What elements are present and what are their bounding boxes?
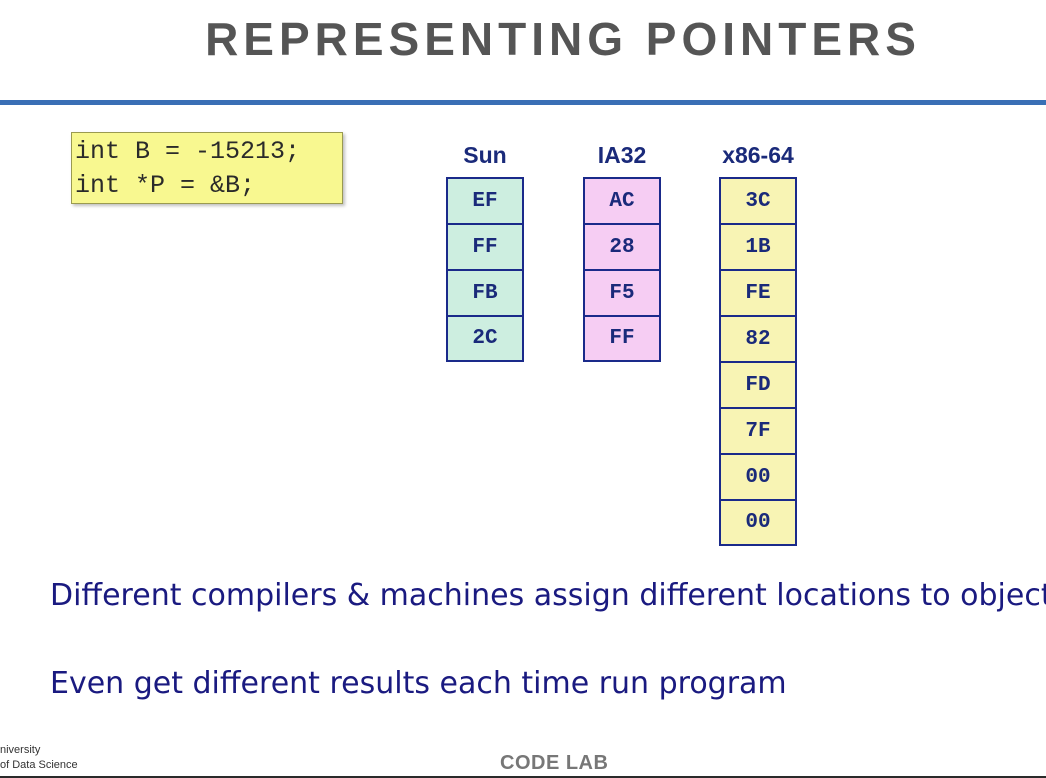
byte-cell: 00 — [721, 455, 795, 501]
code-line-1: int B = -15213; — [75, 137, 301, 166]
byte-cell: 3C — [721, 179, 795, 225]
title-divider — [0, 100, 1046, 105]
code-snippet: int B = -15213; int *P = &B; — [71, 132, 343, 204]
byte-cell: 2C — [448, 317, 522, 360]
footer-label: CODE LAB — [500, 752, 609, 774]
column-header-sun: Sun — [463, 142, 507, 168]
slide-title: REPRESENTING POINTERS — [205, 13, 921, 65]
logo-line-1: niversity — [0, 744, 41, 756]
bullet-text-1: Different compilers & machines assign di… — [50, 578, 1046, 613]
byte-cell: FF — [585, 317, 659, 360]
byte-cell: 1B — [721, 225, 795, 271]
byte-stack-ia32: AC 28 F5 FF — [583, 177, 661, 362]
memory-column-sun: Sun EF FF FB 2C — [446, 142, 524, 362]
byte-cell: FD — [721, 363, 795, 409]
byte-cell: F5 — [585, 271, 659, 317]
logo-line-2: of Data Science — [0, 759, 78, 771]
byte-cell: FB — [448, 271, 522, 317]
bullet-text-2: Even get different results each time run… — [50, 666, 787, 701]
byte-stack-sun: EF FF FB 2C — [446, 177, 524, 362]
byte-cell: FF — [448, 225, 522, 271]
byte-stack-x86-64: 3C 1B FE 82 FD 7F 00 00 — [719, 177, 797, 546]
column-header-x86-64: x86-64 — [722, 142, 794, 168]
byte-cell: 28 — [585, 225, 659, 271]
byte-cell: EF — [448, 179, 522, 225]
memory-column-x86-64: x86-64 3C 1B FE 82 FD 7F 00 00 — [719, 142, 797, 546]
byte-cell: AC — [585, 179, 659, 225]
column-header-ia32: IA32 — [597, 142, 647, 168]
code-line-2: int *P = &B; — [75, 171, 256, 200]
byte-cell: 00 — [721, 501, 795, 544]
byte-cell: FE — [721, 271, 795, 317]
bottom-divider — [0, 776, 1046, 778]
memory-column-ia32: IA32 AC 28 F5 FF — [583, 142, 661, 362]
byte-cell: 7F — [721, 409, 795, 455]
byte-cell: 82 — [721, 317, 795, 363]
